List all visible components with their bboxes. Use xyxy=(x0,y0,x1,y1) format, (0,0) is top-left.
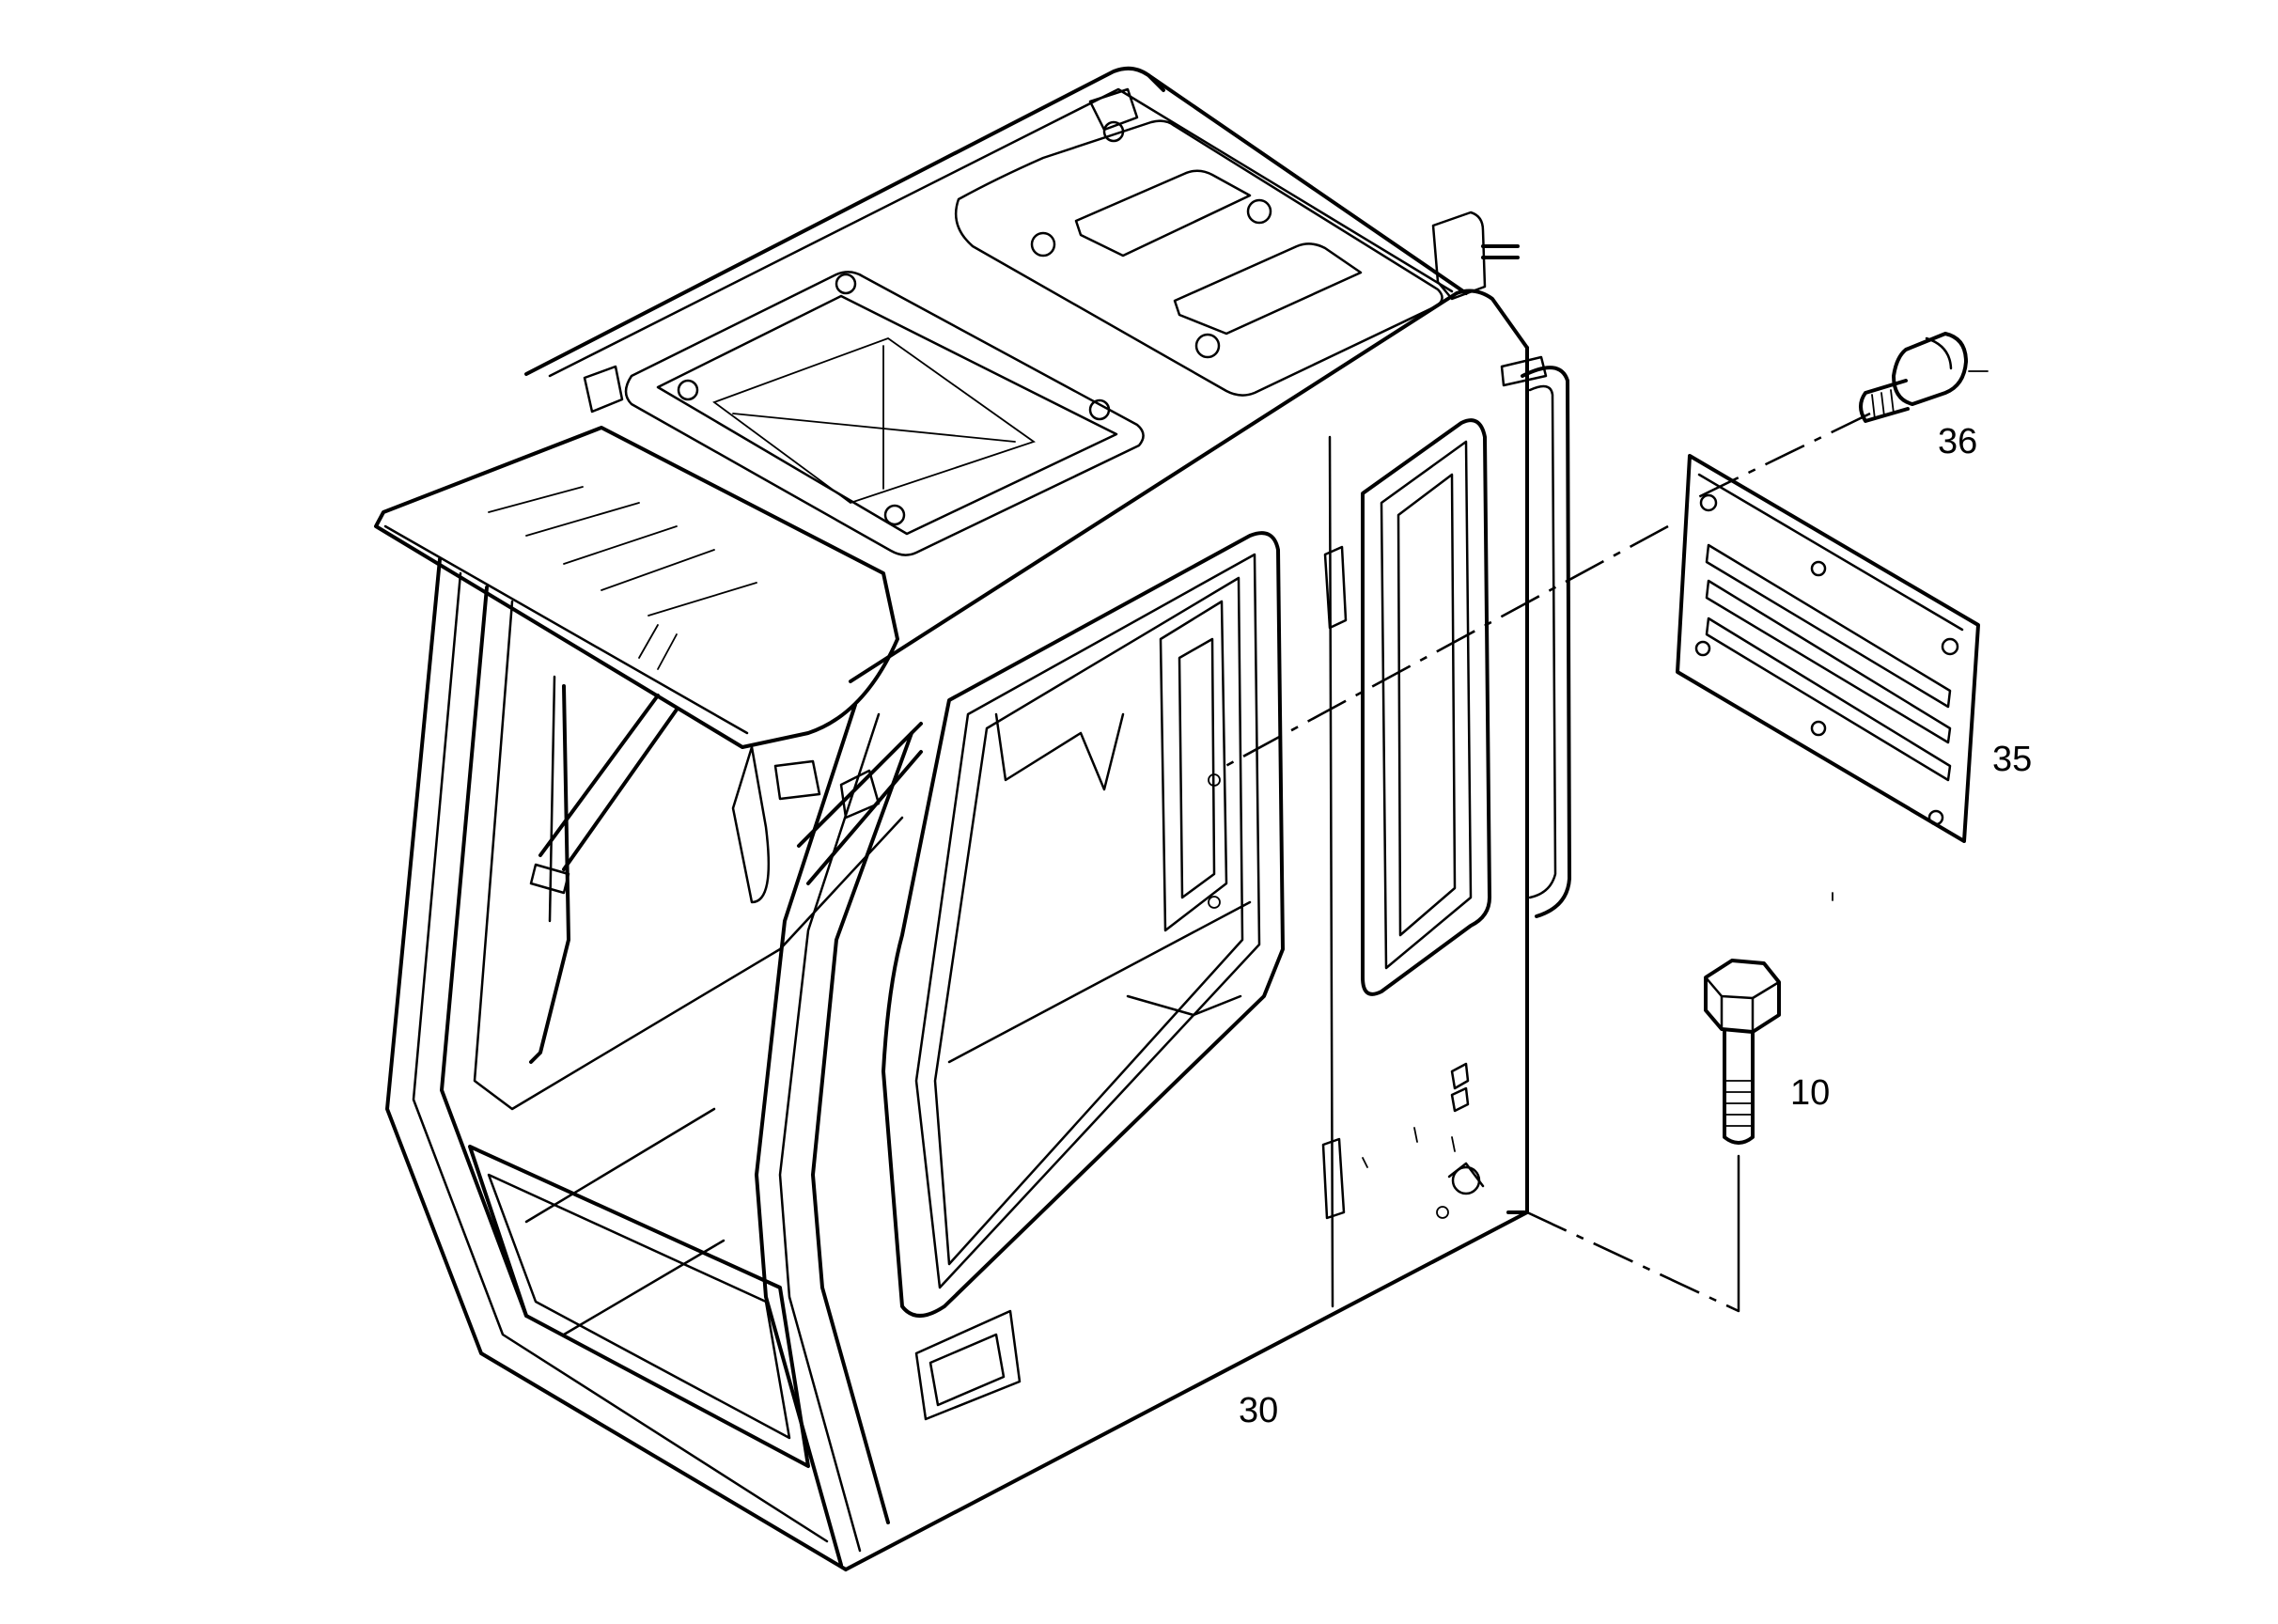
front-frame xyxy=(385,557,904,1571)
cab-roof xyxy=(524,66,1520,556)
callout-30: 30 xyxy=(1239,1391,1278,1430)
callout-36: 36 xyxy=(1938,422,1977,461)
part-35-vent-grille xyxy=(1676,454,1980,843)
rear-side-window xyxy=(1361,355,1571,996)
assembly-leader-lines xyxy=(1216,412,1871,1313)
part-10-hex-bolt xyxy=(1704,959,1781,1145)
callout-10: 10 xyxy=(1790,1073,1830,1113)
part-36-screw xyxy=(1859,332,1989,423)
front-sun-visor xyxy=(374,426,899,749)
callout-35: 35 xyxy=(1992,740,2032,779)
side-door xyxy=(882,531,1348,1421)
center-pillar xyxy=(731,289,1529,1567)
